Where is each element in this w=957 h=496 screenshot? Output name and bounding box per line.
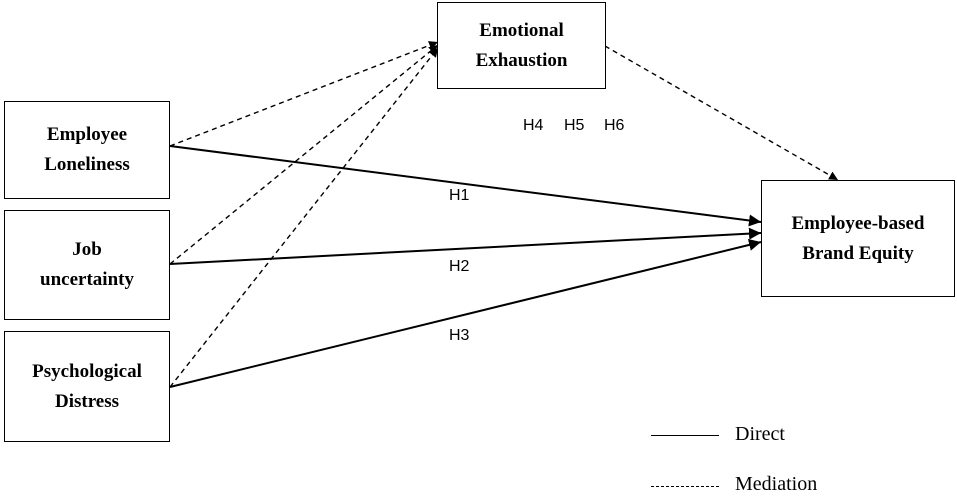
node-employee-loneliness: Employee Loneliness [4,101,170,199]
legend-direct-label: Direct [735,423,785,445]
node-label: Employee Loneliness [44,124,130,175]
direct-path-distress-to-brand-equity [169,239,762,388]
hypothesis-label-h6: H6 [604,117,625,134]
hypothesis-label-h2: H2 [449,258,470,275]
legend-mediation-label: Mediation [735,473,818,495]
legend-direct-line [651,435,719,436]
direct-path-loneliness-to-brand-equity [169,145,762,227]
mediation-path-exhaustion-to-brand-equity [604,45,839,181]
legend-mediation-line [651,486,719,487]
node-employee-based-brand-equity: Employee-based Brand Equity [761,180,955,297]
mediation-path-uncertainty-to-exhaustion [169,44,439,265]
node-psychological-distress: Psychological Distress [4,331,170,442]
node-emotional-exhaustion: Emotional Exhaustion [437,2,606,89]
hypothesis-label-h4: H4 [523,117,544,134]
node-job-uncertainty: Job uncertainty [4,210,170,320]
node-label: Job uncertainty [40,239,134,290]
hypothesis-label-h1: H1 [449,187,470,204]
direct-path-uncertainty-to-brand-equity [169,227,762,265]
mediation-path-loneliness-to-exhaustion [169,41,439,147]
node-label: Emotional Exhaustion [475,19,568,71]
hypothesis-label-h3: H3 [449,327,470,344]
mediation-path-distress-to-exhaustion [169,47,439,388]
hypothesis-label-h5: H5 [564,117,585,134]
node-label: Employee-based Brand Equity [791,212,925,264]
node-label: Psychological Distress [32,360,142,412]
